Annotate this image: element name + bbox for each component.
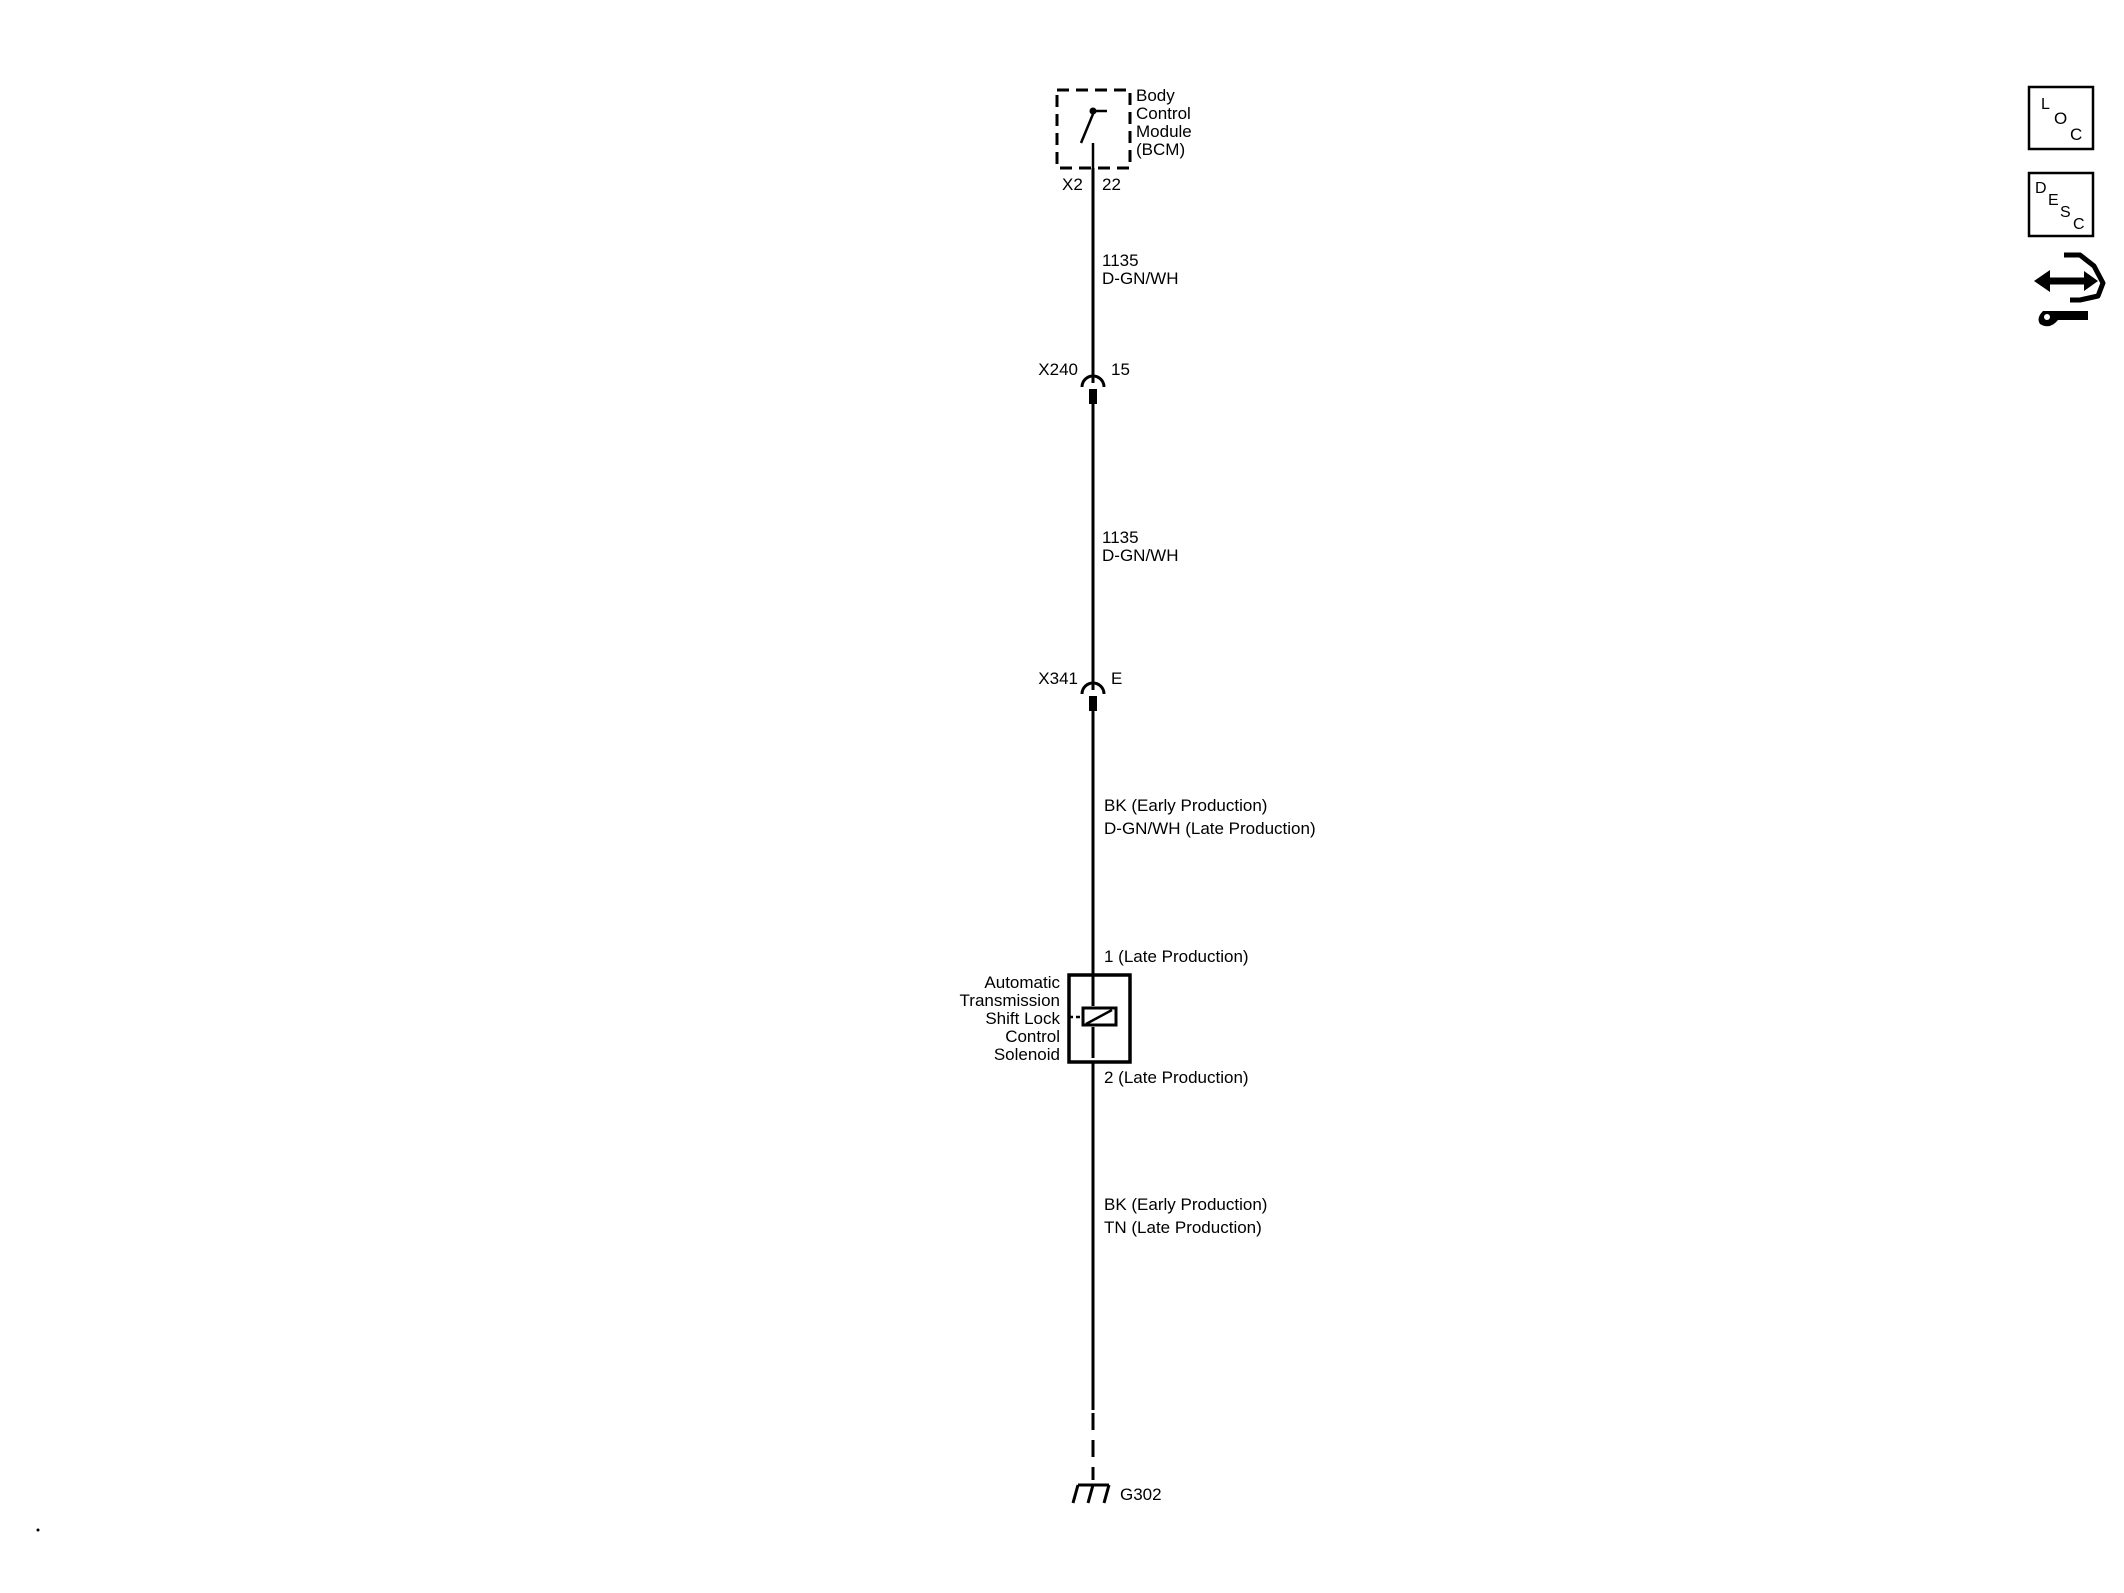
bcm-name-line-2: Control [1136,104,1191,123]
connector-repair-icon[interactable] [2034,252,2106,327]
desc-letter-d: D [2035,180,2047,197]
bcm-name-line-3: Module [1136,122,1192,141]
wire-4-line-2: TN (Late Production) [1104,1218,1262,1237]
bcm-module[interactable] [1055,88,1132,170]
bcm-connector-label: X2 [1062,175,1083,194]
solenoid-name-line-3: Shift Lock [985,1009,1060,1028]
description-view-button[interactable]: D E S C [2027,171,2095,238]
shift-lock-solenoid[interactable] [1067,970,1132,1064]
solenoid-pin-2-label: 2 (Late Production) [1104,1068,1249,1087]
location-view-button[interactable]: L O C [2027,85,2095,151]
connector-x341-symbol[interactable] [1080,681,1106,711]
bcm-name-line-1: Body [1136,86,1175,105]
wire-1-color: D-GN/WH [1102,269,1178,288]
connector-x240-label: X240 [1038,360,1078,379]
wire-4-line-1: BK (Early Production) [1104,1195,1267,1214]
bcm-name-line-4: (BCM) [1136,140,1185,159]
bcm-pin-label: 22 [1102,175,1121,194]
desc-letter-c: C [2073,216,2085,233]
loc-letter-l: L [2041,96,2050,113]
loc-letter-c: C [2070,125,2082,144]
solenoid-name-line-1: Automatic [984,973,1060,992]
solenoid-name-line-5: Solenoid [994,1045,1060,1064]
connector-x341-pin: E [1111,669,1122,688]
desc-letter-s: S [2060,204,2071,221]
solenoid-name-line-4: Control [1005,1027,1060,1046]
wire-2-color: D-GN/WH [1102,546,1178,565]
wire-3-line-2: D-GN/WH (Late Production) [1104,819,1316,838]
connector-x341-label: X341 [1038,669,1078,688]
ground-symbol[interactable] [1071,1483,1111,1504]
ground-label: G302 [1120,1485,1162,1504]
wire-3-line-1: BK (Early Production) [1104,796,1267,815]
solenoid-name-line-2: Transmission [960,991,1060,1010]
solenoid-pin-1-label: 1 (Late Production) [1104,947,1249,966]
loc-letter-o: O [2054,109,2067,128]
wire-2-circuit: 1135 [1102,528,1139,547]
desc-letter-e: E [2048,192,2059,209]
connector-x240-pin: 15 [1111,360,1130,379]
connector-x240-symbol[interactable] [1080,374,1106,404]
stray-dot [36,1528,40,1532]
wire-1-circuit: 1135 [1102,251,1139,270]
